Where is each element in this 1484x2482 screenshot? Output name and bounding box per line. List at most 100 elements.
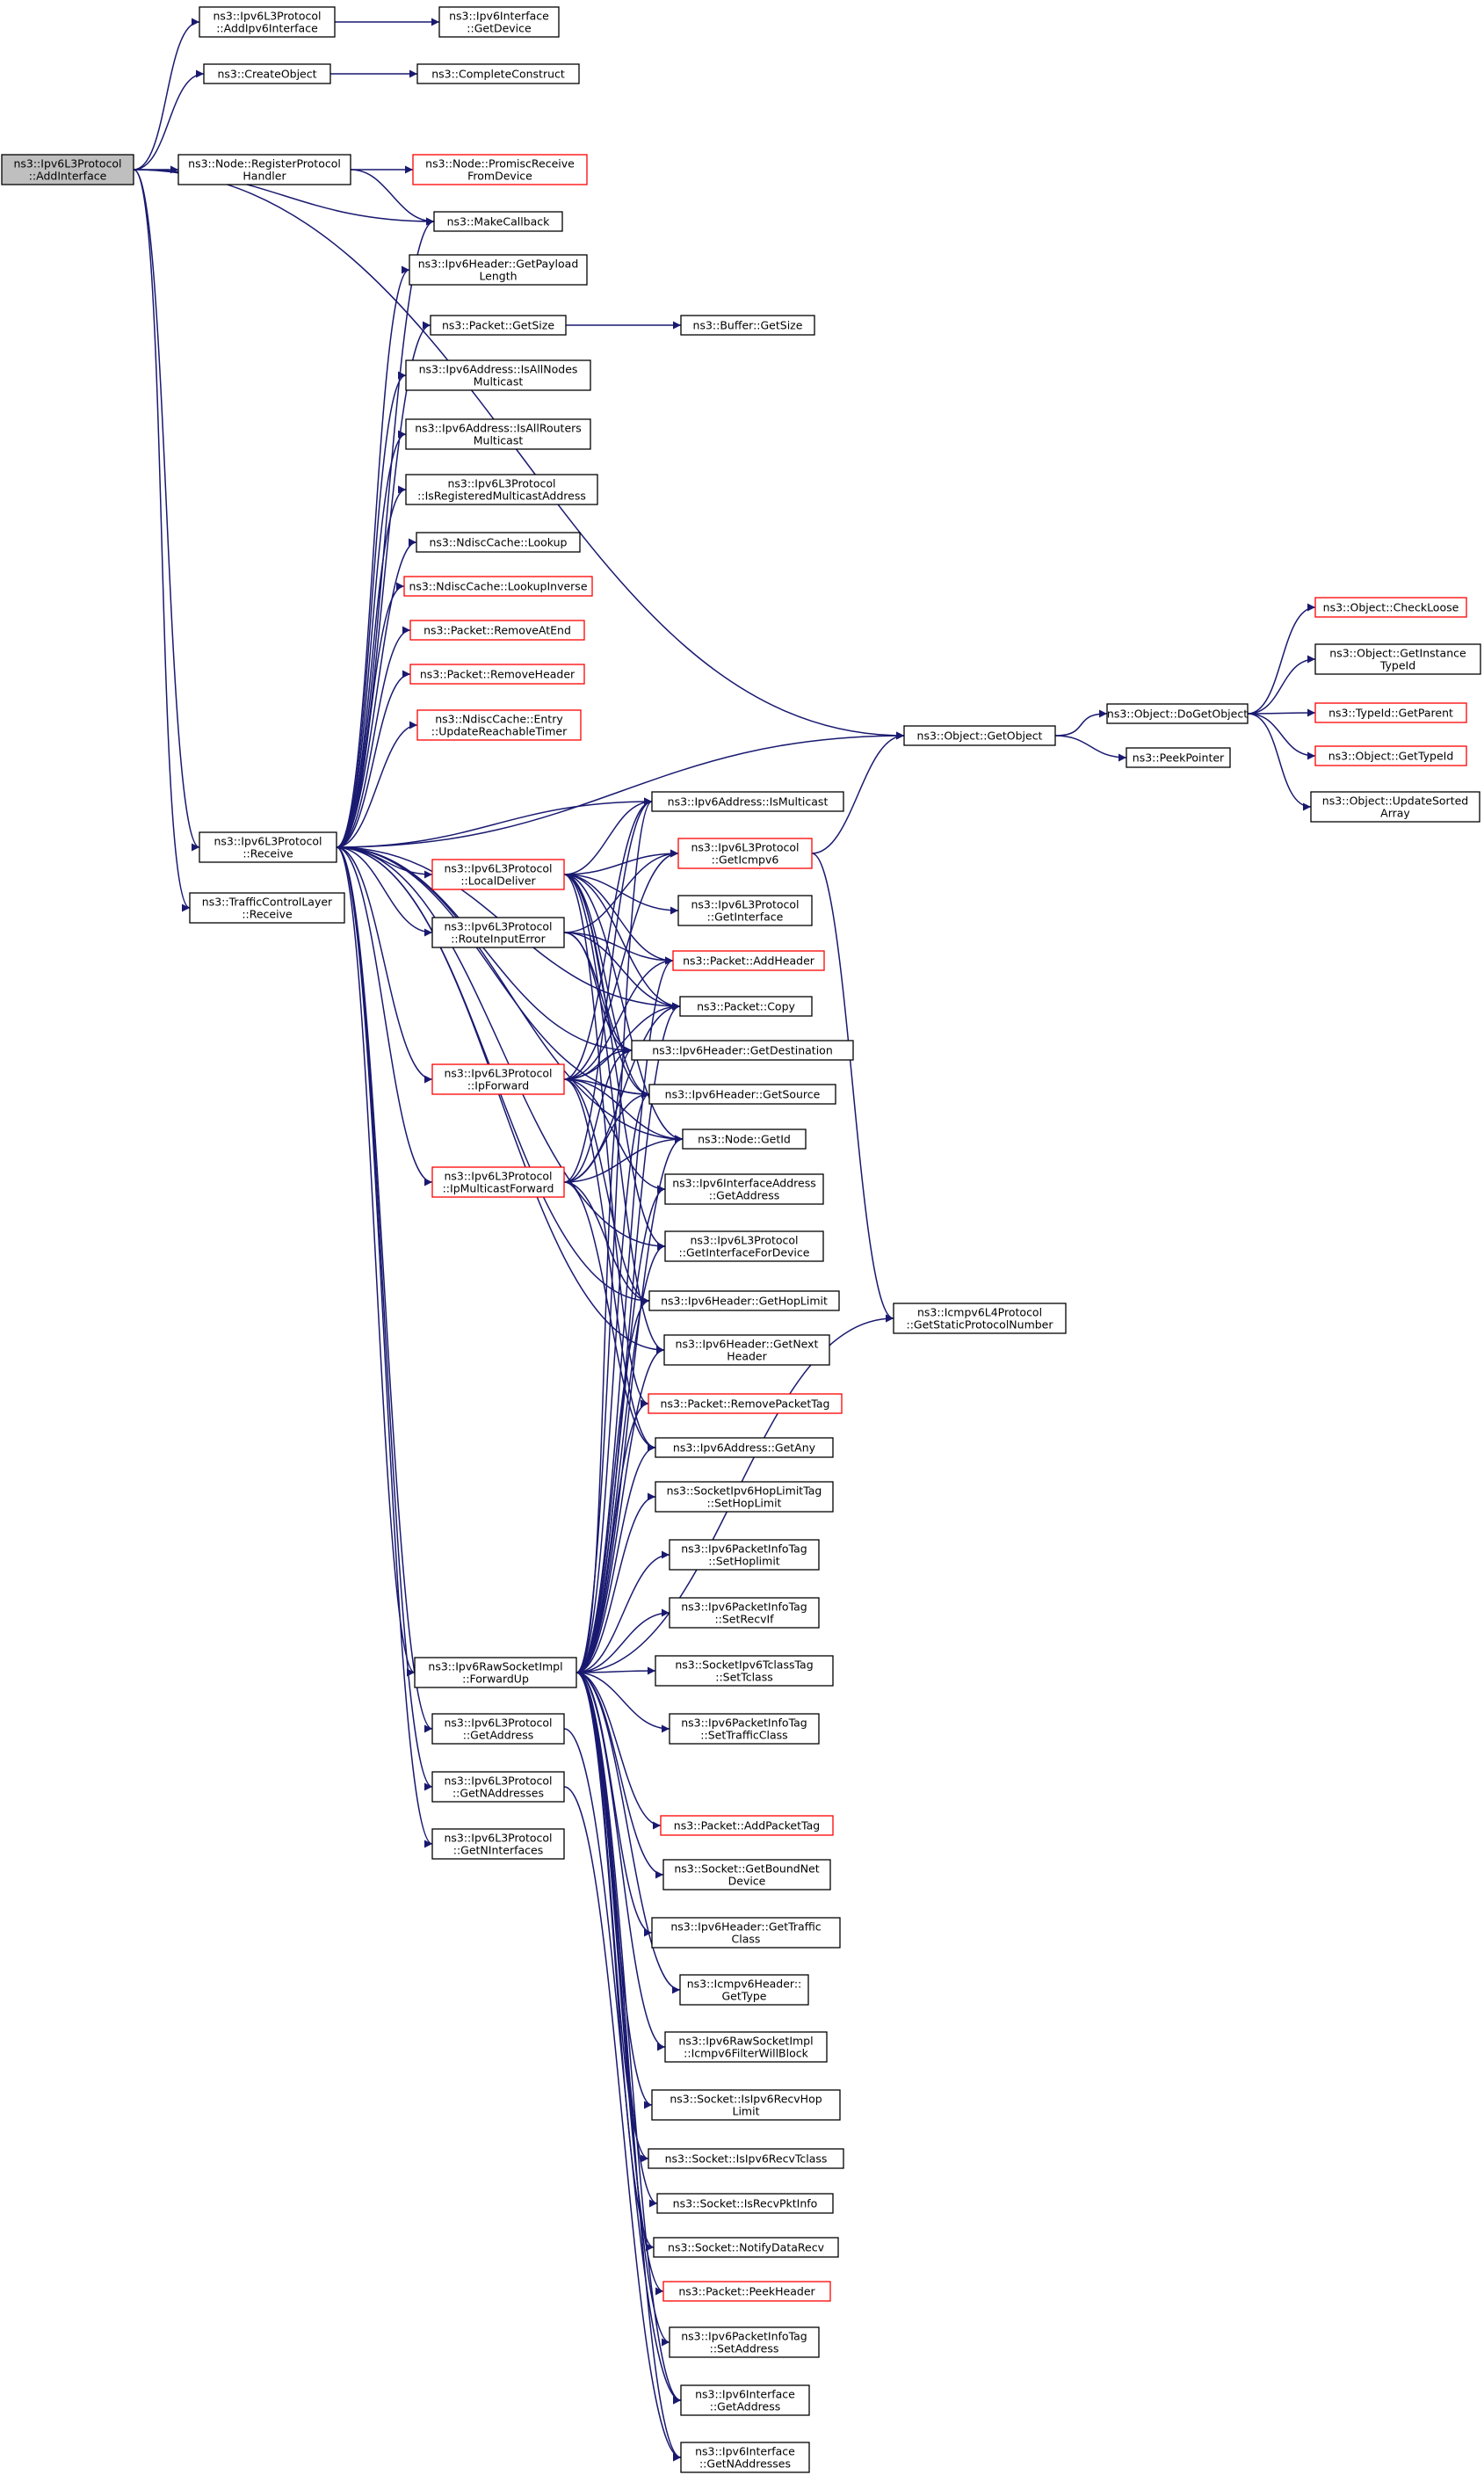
node-nodeid[interactable]: ns3::Node::GetId bbox=[682, 1129, 807, 1150]
node-ifgetdev[interactable]: ns3::Ipv6Interface::GetDevice bbox=[438, 6, 560, 38]
node-ipmcast-label-0: ns3::Ipv6L3Protocol bbox=[444, 1170, 552, 1183]
node-ifgetnaddr-box bbox=[680, 2442, 810, 2473]
node-getobj-label-0: ns3::Object::GetObject bbox=[917, 729, 1043, 743]
edge-geticmp-to-getobj bbox=[811, 731, 905, 854]
node-objtid[interactable]: ns3::Object::GetTypeId bbox=[1314, 745, 1467, 766]
node-pktsize[interactable]: ns3::Packet::GetSize bbox=[430, 315, 567, 336]
edge-ipforward-to-nodeid bbox=[563, 1078, 684, 1143]
node-createobj[interactable]: ns3::CreateObject bbox=[203, 63, 331, 84]
node-pisetaddr-label-1: ::SetAddress bbox=[710, 2342, 779, 2355]
node-ismcast[interactable]: ns3::Ipv6Address::IsMulticast bbox=[651, 791, 844, 812]
edge-receive-to-raw bbox=[336, 846, 416, 1677]
node-getsrc[interactable]: ns3::Ipv6Header::GetSource bbox=[648, 1084, 836, 1105]
node-peekptr[interactable]: ns3::PeekPointer bbox=[1126, 747, 1231, 768]
node-geticmp[interactable]: ns3::Ipv6L3Protocol::GetIcmpv6 bbox=[677, 838, 813, 869]
node-ipforward[interactable]: ns3::Ipv6L3Protocol::IpForward bbox=[431, 1063, 565, 1095]
node-getintf-label-0: ns3::Ipv6L3Protocol bbox=[691, 898, 799, 911]
node-rmhdr[interactable]: ns3::Packet::RemoveHeader bbox=[409, 664, 585, 685]
node-ifgetnaddr[interactable]: ns3::Ipv6Interface::GetNAddresses bbox=[680, 2442, 810, 2473]
node-ifaddrget[interactable]: ns3::Ipv6InterfaceAddress::GetAddress bbox=[664, 1173, 824, 1205]
node-staticproto[interactable]: ns3::Icmpv6L4Protocol::GetStaticProtocol… bbox=[893, 1303, 1067, 1334]
edge-raw-to-addhdr bbox=[576, 956, 674, 1673]
node-receive[interactable]: ns3::Ipv6L3Protocol::Receive bbox=[199, 831, 337, 863]
node-pisethop-box bbox=[669, 1539, 820, 1571]
node-gettraffic-label-0: ns3::Ipv6Header::GetTraffic bbox=[670, 1920, 821, 1934]
node-checkloose[interactable]: ns3::Object::CheckLoose bbox=[1314, 597, 1467, 618]
node-setrecvif[interactable]: ns3::Ipv6PacketInfoTag::SetRecvIf bbox=[669, 1597, 820, 1629]
node-notify[interactable]: ns3::Socket::NotifyDataRecv bbox=[653, 2237, 839, 2258]
node-bufsize[interactable]: ns3::Buffer::GetSize bbox=[680, 315, 815, 336]
node-rmtag-label-0: ns3::Packet::RemovePacketTag bbox=[661, 1397, 830, 1411]
node-addtag[interactable]: ns3::Packet::AddPacketTag bbox=[660, 1815, 834, 1836]
node-regmcast[interactable]: ns3::Ipv6L3Protocol::IsRegisteredMultica… bbox=[405, 474, 598, 505]
node-bufsize-label-0: ns3::Buffer::GetSize bbox=[693, 319, 803, 332]
node-complete[interactable]: ns3::CompleteConstruct bbox=[416, 63, 580, 84]
node-dogetobj[interactable]: ns3::Object::DoGetObject bbox=[1106, 703, 1249, 724]
node-tcl[interactable]: ns3::TrafficControlLayer::Receive bbox=[189, 892, 345, 924]
node-addipv6[interactable]: ns3::Ipv6L3Protocol::AddIpv6Interface bbox=[199, 6, 336, 38]
node-getany[interactable]: ns3::Ipv6Address::GetAny bbox=[655, 1437, 834, 1458]
node-addhdr[interactable]: ns3::Packet::AddHeader bbox=[672, 950, 825, 971]
node-root[interactable]: ns3::Ipv6L3Protocol::AddInterface bbox=[1, 154, 134, 185]
node-pisethop[interactable]: ns3::Ipv6PacketInfoTag::SetHoplimit bbox=[669, 1539, 820, 1571]
node-routeerr-label-0: ns3::Ipv6L3Protocol bbox=[444, 920, 552, 933]
node-getnaddr[interactable]: ns3::Ipv6L3Protocol::GetNAddresses bbox=[431, 1771, 565, 1803]
edge-routeerr-to-addhdr bbox=[563, 932, 674, 965]
node-filter[interactable]: ns3::Ipv6RawSocketImpl::Icmpv6FilterWill… bbox=[664, 2031, 828, 2063]
node-routeerr[interactable]: ns3::Ipv6L3Protocol::RouteInputError bbox=[431, 917, 565, 948]
node-rmtag[interactable]: ns3::Packet::RemovePacketTag bbox=[648, 1393, 843, 1414]
node-getnif[interactable]: ns3::Ipv6L3Protocol::GetNInterfaces bbox=[431, 1828, 565, 1860]
node-ifgetaddr[interactable]: ns3::Ipv6Interface::GetAddress bbox=[680, 2384, 810, 2416]
node-ifforeach[interactable]: ns3::Ipv6L3Protocol::GetInterfaceForDevi… bbox=[664, 1230, 824, 1262]
node-lookupinv[interactable]: ns3::NdiscCache::LookupInverse bbox=[403, 576, 593, 597]
node-getintf-box bbox=[677, 895, 813, 926]
node-tcl-label-0: ns3::TrafficControlLayer bbox=[202, 896, 333, 909]
edge-raw-to-ismcast bbox=[576, 797, 653, 1673]
node-reach[interactable]: ns3::NdiscCache::Entry::UpdateReachableT… bbox=[416, 709, 582, 741]
node-isrecvtc[interactable]: ns3::Socket::IsIpv6RecvTclass bbox=[648, 2148, 844, 2169]
node-makecb[interactable]: ns3::MakeCallback bbox=[433, 211, 563, 232]
node-localdeliver[interactable]: ns3::Ipv6L3Protocol::LocalDeliver bbox=[431, 859, 565, 890]
node-raw[interactable]: ns3::Ipv6RawSocketImpl::ForwardUp bbox=[414, 1657, 577, 1688]
edge-routeerr-to-getdest bbox=[563, 932, 633, 1055]
node-copy[interactable]: ns3::Packet::Copy bbox=[679, 996, 813, 1017]
node-settclass[interactable]: ns3::SocketIpv6TclassTag::SetTclass bbox=[655, 1655, 834, 1687]
node-ipmcast[interactable]: ns3::Ipv6L3Protocol::IpMulticastForward bbox=[431, 1166, 565, 1198]
node-getaddr[interactable]: ns3::Ipv6L3Protocol::GetAddress bbox=[431, 1713, 565, 1745]
node-lookup[interactable]: ns3::NdiscCache::Lookup bbox=[416, 532, 581, 553]
node-pisetaddr[interactable]: ns3::Ipv6PacketInfoTag::SetAddress bbox=[669, 2326, 820, 2358]
node-getobj[interactable]: ns3::Object::GetObject bbox=[903, 725, 1056, 746]
node-rmend[interactable]: ns3::Packet::RemoveAtEnd bbox=[409, 620, 585, 641]
edge-dogetobj-to-tidparent bbox=[1247, 708, 1316, 717]
node-getnif-label-1: ::GetNInterfaces bbox=[453, 1844, 544, 1857]
node-getdest[interactable]: ns3::Ipv6Header::GetDestination bbox=[631, 1040, 854, 1061]
edge-raw-to-filter bbox=[576, 1672, 666, 2051]
edge-receive-to-getaddr bbox=[336, 846, 433, 1733]
node-icmptype[interactable]: ns3::Icmpv6Header::GetType bbox=[679, 1974, 809, 2006]
node-objtid-label-0: ns3::Object::GetTypeId bbox=[1328, 750, 1454, 763]
node-tidparent[interactable]: ns3::TypeId::GetParent bbox=[1314, 702, 1467, 723]
edge-localdeliver-to-getdest bbox=[563, 874, 633, 1055]
node-isrecvpkt[interactable]: ns3::Socket::IsRecvPktInfo bbox=[656, 2193, 834, 2214]
node-hoplimit[interactable]: ns3::Ipv6Header::GetHopLimit bbox=[648, 1290, 840, 1311]
node-sethop[interactable]: ns3::SocketIpv6HopLimitTag::SetHopLimit bbox=[655, 1481, 834, 1513]
edge-receive-to-ifforeach bbox=[336, 846, 666, 1251]
node-settraffic[interactable]: ns3::Ipv6PacketInfoTag::SetTrafficClass bbox=[669, 1713, 820, 1745]
edge-receive-to-pktsize bbox=[336, 321, 431, 848]
node-getintf[interactable]: ns3::Ipv6L3Protocol::GetInterface bbox=[677, 895, 813, 926]
edge-raw-to-icmptype bbox=[576, 1672, 681, 1994]
node-peekhdr[interactable]: ns3::Packet::PeekHeader bbox=[662, 2281, 831, 2302]
edge-getobj-to-peekptr bbox=[1054, 735, 1127, 762]
